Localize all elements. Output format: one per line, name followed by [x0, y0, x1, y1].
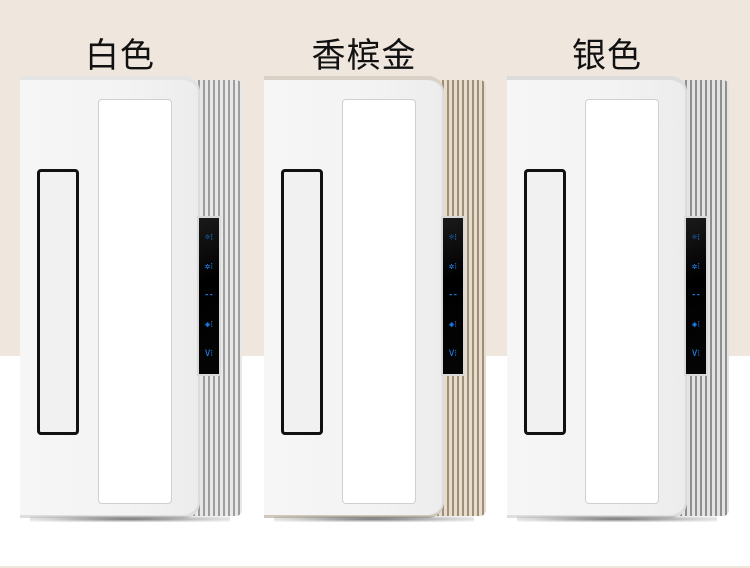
led-light-panel: [342, 99, 416, 504]
front-panel: [264, 76, 444, 518]
dry-icon: ◈⁝: [691, 319, 701, 330]
bottom-divider: [0, 566, 750, 568]
fan-icon: ✲⁝: [448, 262, 458, 273]
drop-shadow: [274, 516, 474, 522]
ventilation-icon: V⁝: [448, 348, 458, 359]
dry-icon: ◈⁝: [448, 319, 458, 330]
front-panel: [507, 76, 687, 518]
drop-shadow: [30, 516, 230, 522]
fan-icon: ✲⁝: [204, 262, 214, 273]
variant-label: 白色: [85, 36, 155, 76]
product-variant-champagne-gold[interactable]: 香槟金 ☼⁝ ✲⁝ ⁃⁃ ◈⁝ V⁝: [264, 0, 494, 568]
product-variant-silver[interactable]: 银色 ☼⁝ ✲⁝ ⁃⁃ ◈⁝ V⁝: [507, 0, 737, 568]
fan-icon: ✲⁝: [691, 262, 701, 273]
bath-heater-unit: ☼⁝ ✲⁝ ⁃⁃ ◈⁝ V⁝: [507, 76, 731, 522]
led-light-panel: [585, 99, 659, 504]
dash-icon: ⁃⁃: [448, 290, 458, 301]
drop-shadow: [517, 516, 717, 522]
control-display: ☼⁝ ✲⁝ ⁃⁃ ◈⁝ V⁝: [197, 216, 221, 376]
heat-icon: ☼⁝: [204, 233, 214, 244]
bath-heater-unit: ☼⁝ ✲⁝ ⁃⁃ ◈⁝ V⁝: [20, 76, 244, 522]
intake-grille: [37, 169, 79, 435]
heat-icon: ☼⁝: [691, 233, 701, 244]
control-display: ☼⁝ ✲⁝ ⁃⁃ ◈⁝ V⁝: [441, 216, 465, 376]
led-light-panel: [98, 99, 172, 504]
product-variant-white[interactable]: 白色 ☼⁝ ✲⁝ ⁃⁃ ◈⁝ V⁝: [20, 0, 250, 568]
dry-icon: ◈⁝: [204, 319, 214, 330]
control-display: ☼⁝ ✲⁝ ⁃⁃ ◈⁝ V⁝: [684, 216, 708, 376]
intake-grille: [281, 169, 323, 435]
ventilation-icon: V⁝: [204, 348, 214, 359]
front-panel: [20, 76, 200, 518]
bath-heater-unit: ☼⁝ ✲⁝ ⁃⁃ ◈⁝ V⁝: [264, 76, 488, 522]
variant-label: 银色: [572, 36, 642, 76]
ventilation-icon: V⁝: [691, 348, 701, 359]
heat-icon: ☼⁝: [448, 233, 458, 244]
intake-grille: [524, 169, 566, 435]
variant-label: 香槟金: [311, 36, 417, 76]
dash-icon: ⁃⁃: [204, 290, 214, 301]
dash-icon: ⁃⁃: [691, 290, 701, 301]
